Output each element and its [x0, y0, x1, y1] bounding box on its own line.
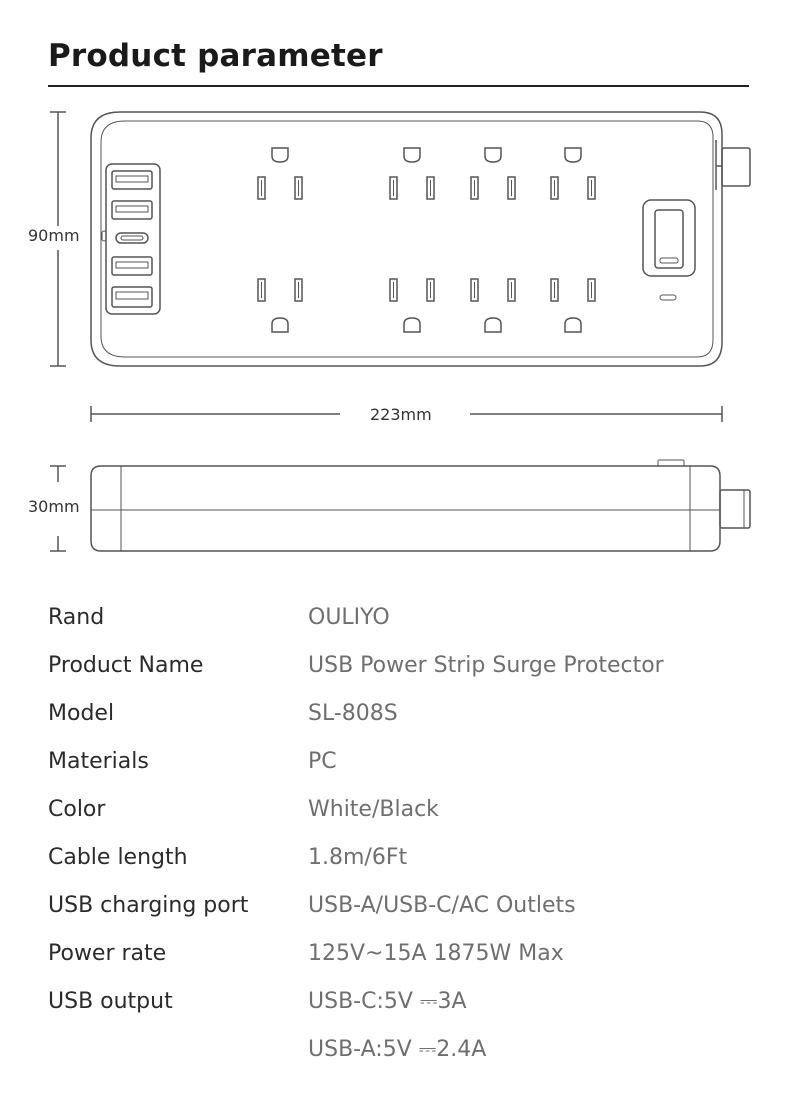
- product-dimension-drawing: [50, 111, 751, 552]
- spec-label: Materials: [48, 749, 149, 774]
- spec-row-product-name: Product Name USB Power Strip Surge Prote…: [48, 648, 748, 696]
- outlet-2-bottom: [389, 278, 435, 333]
- spec-table: Rand OULIYO Product Name USB Power Strip…: [48, 600, 748, 1080]
- spec-row-usb-charging-port: USB charging port USB-A/USB-C/AC Outlets: [48, 888, 748, 936]
- depth-dimension-line: [50, 465, 66, 552]
- spec-label: Cable length: [48, 845, 188, 870]
- outlet-3-top: [470, 147, 516, 200]
- top-view-body: [90, 111, 723, 367]
- width-dimension-line: [90, 406, 723, 422]
- height-dimension-label: 90mm: [28, 226, 80, 245]
- spec-label: Color: [48, 797, 106, 822]
- spec-label: Rand: [48, 605, 105, 630]
- spec-label: Power rate: [48, 941, 167, 966]
- spec-label: USB charging port: [48, 893, 249, 918]
- spec-label: Model: [48, 701, 115, 726]
- spec-value: OULIYO: [308, 605, 390, 630]
- spec-row-materials: Materials PC: [48, 744, 748, 792]
- outlet-4-top: [550, 147, 596, 200]
- spec-value: PC: [308, 749, 337, 774]
- width-dimension-label: 223mm: [370, 405, 432, 424]
- spec-row-color: Color White/Black: [48, 792, 748, 840]
- spec-value: 1.8m/6Ft: [308, 845, 408, 870]
- outlet-1-top: [257, 147, 303, 200]
- cable-plug-top: [715, 140, 751, 190]
- spec-label: Product Name: [48, 653, 204, 678]
- usb-port-panel: [101, 163, 161, 315]
- bottom-outlet-row: [257, 278, 596, 333]
- spec-value: 125V~15A 1875W Max: [308, 941, 564, 966]
- spec-label: USB output: [48, 989, 173, 1014]
- outlet-4-bottom: [550, 278, 596, 333]
- side-view-body: [90, 459, 751, 552]
- spec-row-usb-output-a: USB-A:5V ⎓2.4A: [48, 1032, 748, 1080]
- power-switch: [642, 199, 696, 301]
- spec-row-brand: Rand OULIYO: [48, 600, 748, 648]
- spec-value: USB-A/USB-C/AC Outlets: [308, 893, 576, 918]
- title-divider: [48, 85, 749, 87]
- spec-value: SL-808S: [308, 701, 398, 726]
- top-outlet-row: [257, 147, 596, 200]
- spec-value: White/Black: [308, 797, 439, 822]
- spec-value: USB Power Strip Surge Protector: [308, 653, 664, 678]
- spec-row-power-rate: Power rate 125V~15A 1875W Max: [48, 936, 748, 984]
- outlet-2-top: [389, 147, 435, 200]
- outlet-3-bottom: [470, 278, 516, 333]
- depth-dimension-label: 30mm: [28, 497, 80, 516]
- spec-row-usb-output: USB output USB-C:5V ⎓3A: [48, 984, 748, 1032]
- spec-value: USB-C:5V ⎓3A: [308, 989, 467, 1014]
- spec-row-model: Model SL-808S: [48, 696, 748, 744]
- height-dimension-line: [50, 111, 66, 367]
- outlet-1-bottom: [257, 278, 303, 333]
- spec-value: USB-A:5V ⎓2.4A: [308, 1037, 487, 1062]
- spec-row-cable-length: Cable length 1.8m/6Ft: [48, 840, 748, 888]
- page-title: Product parameter: [48, 38, 383, 74]
